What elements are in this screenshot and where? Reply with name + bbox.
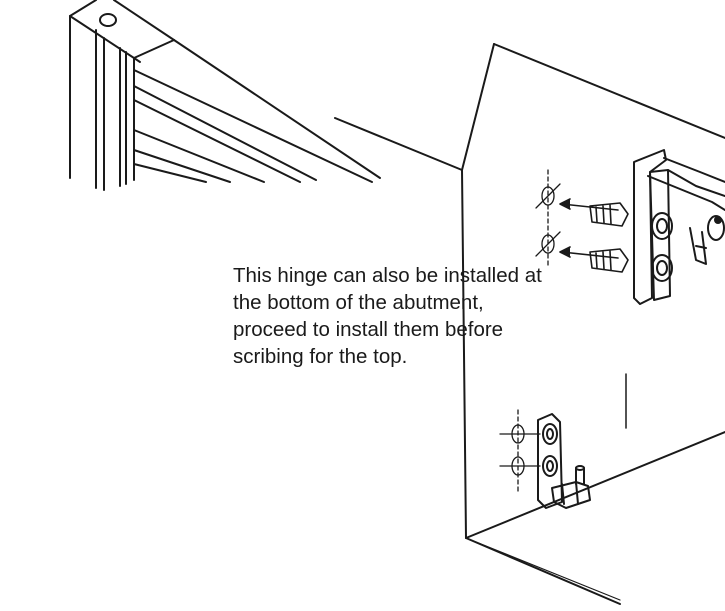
caption-line-2: the bottom of the abutment, [233, 291, 484, 314]
wall-plug-icon [589, 202, 629, 273]
caption-line-1: This hinge can also be installed at [233, 264, 542, 287]
caption-line-3: proceed to install them before [233, 318, 504, 341]
arrow-icon [559, 198, 619, 259]
installation-instruction-text: This hinge can also be installed at the … [233, 262, 542, 370]
top-hinge-icon [633, 149, 725, 305]
drill-marks-bottom [499, 409, 541, 493]
wall-abutment-icon [334, 43, 725, 605]
caption-line-4: scribing for the top. [233, 345, 408, 368]
drill-marks-top [535, 169, 561, 269]
door-frame-corner-icon [69, 0, 381, 191]
bottom-hinge-icon [537, 413, 591, 509]
